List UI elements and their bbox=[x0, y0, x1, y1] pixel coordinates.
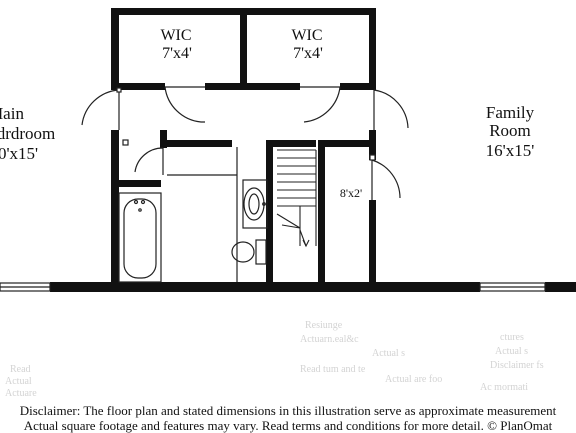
bathtub bbox=[118, 192, 162, 283]
svg-text:Read tum and te: Read tum and te bbox=[300, 364, 366, 375]
svg-text:Disclaimer fs: Disclaimer fs bbox=[490, 360, 544, 371]
toilet bbox=[231, 239, 267, 265]
wic-left-label: WIC bbox=[160, 27, 191, 44]
doors bbox=[81, 86, 409, 200]
disclaimer-line-1: Disclaimer: The floor plan and stated di… bbox=[19, 403, 557, 418]
room-labels: Main drdroom 0'x15' WIC 7'x4' WIC 7'x4' … bbox=[0, 27, 535, 200]
family-room-label-2: Room bbox=[489, 121, 531, 140]
svg-text:Resiunge: Resiunge bbox=[305, 320, 343, 331]
watermark: Resiunge Actuarn.eal&c Actual s ctures A… bbox=[5, 320, 544, 399]
walls bbox=[50, 8, 576, 292]
svg-text:Actual s: Actual s bbox=[372, 348, 405, 359]
svg-text:Actuare: Actuare bbox=[5, 388, 37, 399]
svg-text:Actual: Actual bbox=[5, 376, 32, 387]
svg-text:Actual s: Actual s bbox=[495, 346, 528, 357]
wic-right-dims: 7'x4' bbox=[293, 45, 323, 62]
svg-text:Read: Read bbox=[10, 364, 31, 375]
main-bedroom-label-1: Main bbox=[0, 104, 24, 123]
closet-dims: 8'x2' bbox=[340, 186, 362, 200]
disclaimer: Disclaimer: The floor plan and stated di… bbox=[0, 403, 576, 433]
svg-text:Ac mormati: Ac mormati bbox=[480, 382, 528, 393]
main-bedroom-label-2: drdroom bbox=[0, 124, 55, 143]
family-room-dims: 16'x15' bbox=[486, 141, 535, 160]
main-bedroom-dims: 0'x15' bbox=[0, 144, 38, 163]
thin-lines bbox=[0, 147, 546, 292]
svg-text:Actuarn.eal&c: Actuarn.eal&c bbox=[300, 334, 359, 345]
disclaimer-line-2: Actual square footage and features may v… bbox=[23, 418, 553, 433]
wic-left-dims: 7'x4' bbox=[162, 45, 192, 62]
family-room-label-1: Family bbox=[486, 103, 535, 122]
staircase bbox=[276, 149, 317, 248]
wic-right-label: WIC bbox=[291, 27, 322, 44]
svg-text:Actual are foo: Actual are foo bbox=[385, 374, 442, 385]
svg-text:ctures: ctures bbox=[500, 332, 524, 343]
sink bbox=[242, 179, 268, 229]
